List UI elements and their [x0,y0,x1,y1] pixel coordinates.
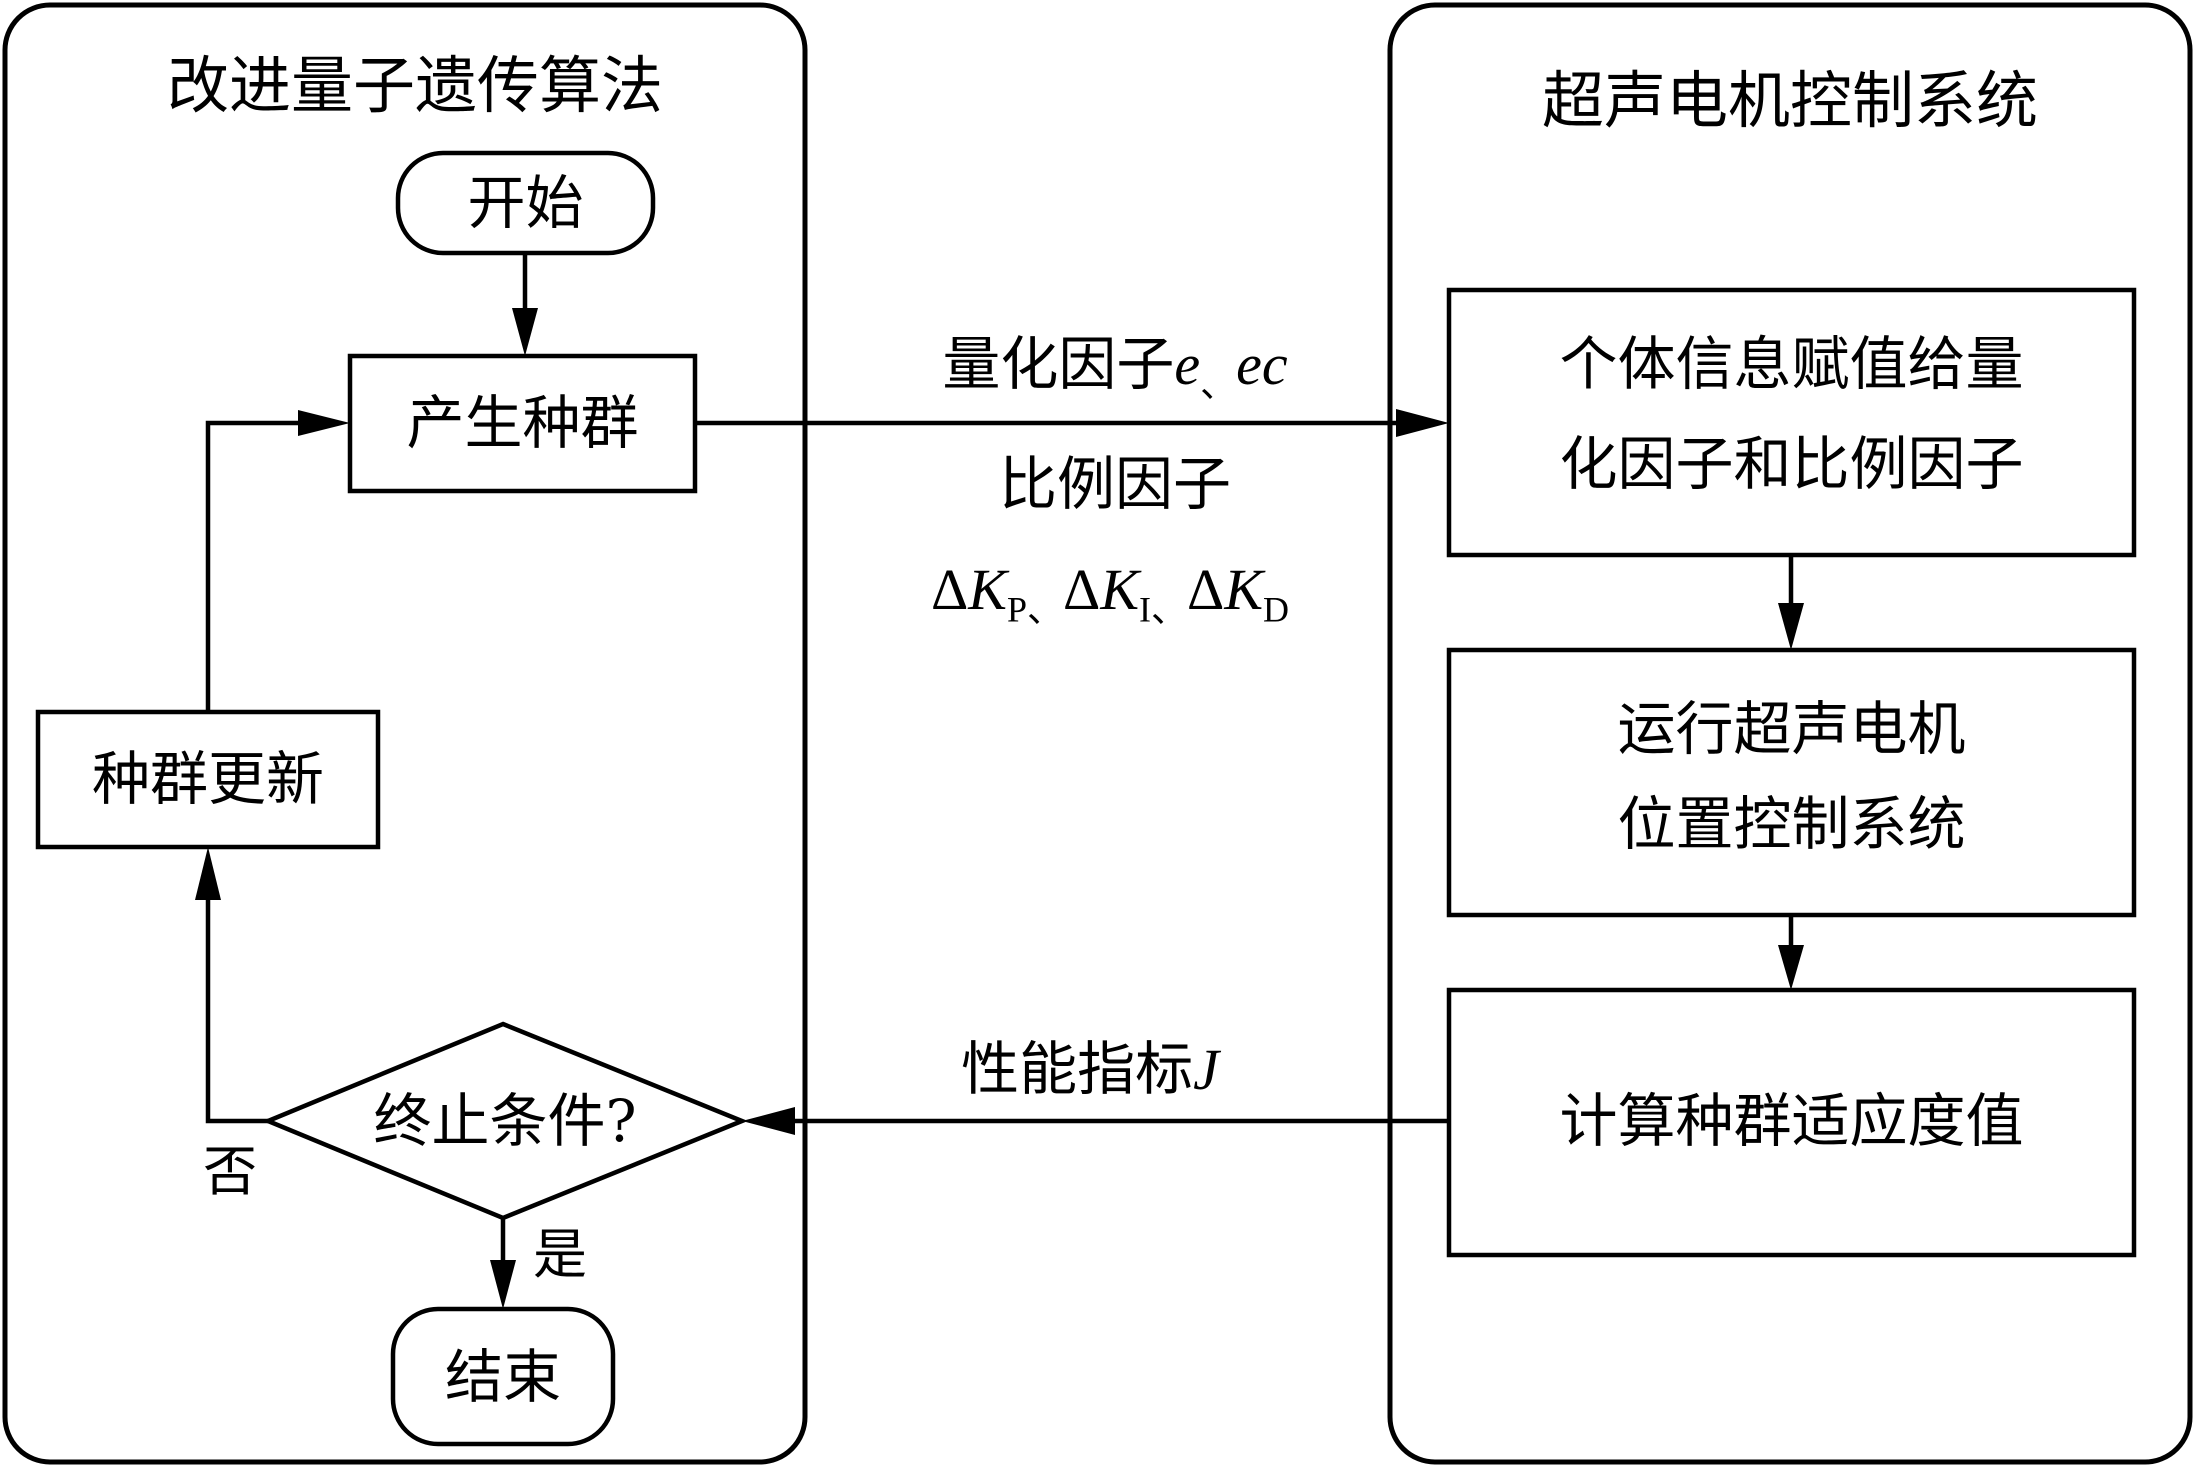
arrow-head-down [490,1260,516,1309]
decision-no-line [205,880,268,1124]
gain-k: K [1100,557,1140,622]
generate-population-box [347,353,698,494]
compute-fitness-box [1446,987,2137,1258]
generate-population-label: 产生种群 [406,389,639,457]
right-panel-title: 超声电机控制系统 [1541,64,2038,137]
delta-symbol: Δ [930,557,969,622]
left-panel-frame [2,2,808,1465]
right-panel-frame [1387,2,2193,1465]
var-ec: ec [1236,332,1288,397]
compute-fitness-label: 计算种群适应度值 [1559,1087,2024,1155]
delta-symbol: Δ [1187,557,1225,622]
performance-index-label: 性能指标J [880,1040,1300,1099]
arrow-head-right [1396,409,1449,437]
performance-text: 性能指标 [961,1035,1194,1103]
assign-factors-box [1446,287,2137,558]
end-label: 结束 [444,1343,561,1411]
left-panel-title: 改进量子遗传算法 [166,49,663,122]
arrow-head-up [195,847,221,900]
subscript-d: D [1263,589,1290,630]
gain-deltas-label: ΔKP、ΔKI、ΔKD [850,560,1370,628]
arrow-head-down [1778,945,1804,990]
run-control-system-box [1446,647,2137,918]
var-e: e [1174,332,1201,397]
delta-symbol: Δ [1063,557,1101,622]
start-label: 开始 [467,169,584,237]
scale-factor-label: 比例因子 [998,450,1231,518]
separator: 、 [1200,364,1237,405]
quantization-factor-label: 量化因子e、ec [880,335,1350,403]
gain-k: K [968,557,1007,622]
subscript-i: I [1139,589,1152,630]
separator: 、 [1151,589,1188,630]
subscript-p: P [1006,589,1027,630]
quantization-text: 量化因子 [942,330,1175,398]
separator: 、 [1027,589,1064,630]
arrow-head-right [298,410,350,436]
gain-k: K [1224,557,1264,622]
assign-factors-line-1: 个体信息赋值给量 [1559,330,2024,398]
termination-label: 终止条件? [373,1087,637,1155]
arrow-head-down [512,308,538,356]
yes-label: 是 [533,1223,587,1286]
run-system-line-1: 运行超声电机 [1617,695,1966,763]
arrow-head-down [1778,603,1804,650]
run-system-line-2: 位置控制系统 [1617,790,1966,858]
assign-factors-line-2: 化因子和比例因子 [1559,430,2024,498]
var-j: J [1193,1037,1219,1102]
update-to-generate-line [205,420,320,712]
update-population-label: 种群更新 [91,745,324,813]
arrow-head-left [742,1107,795,1135]
no-label: 否 [203,1140,257,1203]
